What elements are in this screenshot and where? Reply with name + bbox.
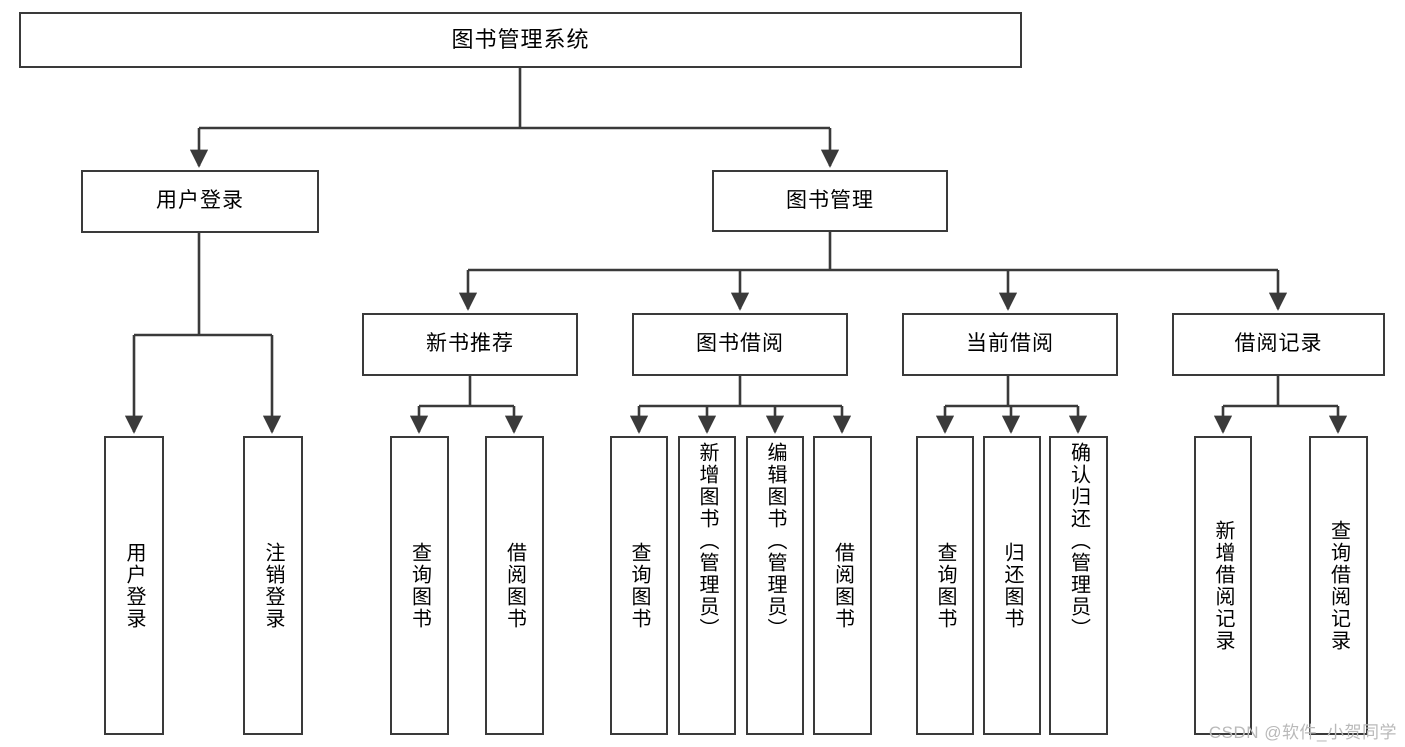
node-current-borrow-label: 当前借阅	[966, 332, 1054, 356]
leaf-query-book-1-label: 查询图书	[408, 541, 431, 630]
node-root[interactable]: 图书管理系统	[19, 12, 1022, 68]
leaf-query-book-3[interactable]: 查询图书	[916, 436, 974, 735]
leaf-return-book[interactable]: 归还图书	[983, 436, 1041, 735]
leaf-query-book-3-label: 查询图书	[934, 541, 956, 630]
leaf-edit-book-admin[interactable]: 编辑图书（管理员）	[746, 436, 804, 735]
node-book-management[interactable]: 图书管理	[712, 170, 948, 232]
leaf-borrow-book-1-label: 借阅图书	[503, 541, 526, 630]
leaf-borrow-book-2-label: 借阅图书	[831, 541, 854, 630]
leaf-logout-login-label: 注销登录	[262, 541, 284, 630]
node-root-label: 图书管理系统	[451, 27, 590, 53]
leaf-add-book-admin-label: 新增图书（管理员）	[696, 442, 718, 640]
leaf-borrow-book-2[interactable]: 借阅图书	[813, 436, 872, 735]
node-book-borrow-label: 图书借阅	[696, 332, 784, 356]
leaf-query-book-2-label: 查询图书	[628, 541, 650, 630]
leaf-logout-login[interactable]: 注销登录	[243, 436, 303, 735]
leaf-query-borrow-record[interactable]: 查询借阅记录	[1309, 436, 1368, 735]
leaf-query-book-1[interactable]: 查询图书	[390, 436, 449, 735]
leaf-add-book-admin[interactable]: 新增图书（管理员）	[678, 436, 736, 735]
node-borrow-record-label: 借阅记录	[1234, 332, 1323, 356]
node-user-login-label: 用户登录	[156, 189, 244, 213]
leaf-query-book-2[interactable]: 查询图书	[610, 436, 668, 735]
leaf-confirm-return-admin-label: 确认归还（管理员）	[1067, 442, 1090, 640]
leaf-add-borrow-record[interactable]: 新增借阅记录	[1194, 436, 1252, 735]
node-user-login[interactable]: 用户登录	[81, 170, 319, 233]
leaf-edit-book-admin-label: 编辑图书（管理员）	[764, 442, 786, 640]
node-new-book-recommend[interactable]: 新书推荐	[362, 313, 578, 376]
leaf-add-borrow-record-label: 新增借阅记录	[1212, 519, 1234, 652]
leaf-user-login-label: 用户登录	[123, 541, 145, 630]
node-book-management-label: 图书管理	[786, 188, 874, 212]
leaf-query-borrow-record-label: 查询借阅记录	[1327, 519, 1350, 652]
leaf-user-login[interactable]: 用户登录	[104, 436, 164, 735]
leaf-borrow-book-1[interactable]: 借阅图书	[485, 436, 544, 735]
leaf-return-book-label: 归还图书	[1001, 541, 1023, 630]
leaf-confirm-return-admin[interactable]: 确认归还（管理员）	[1049, 436, 1108, 735]
node-new-book-recommend-label: 新书推荐	[426, 332, 514, 356]
node-book-borrow[interactable]: 图书借阅	[632, 313, 848, 376]
node-borrow-record[interactable]: 借阅记录	[1172, 313, 1385, 376]
node-current-borrow[interactable]: 当前借阅	[902, 313, 1118, 376]
